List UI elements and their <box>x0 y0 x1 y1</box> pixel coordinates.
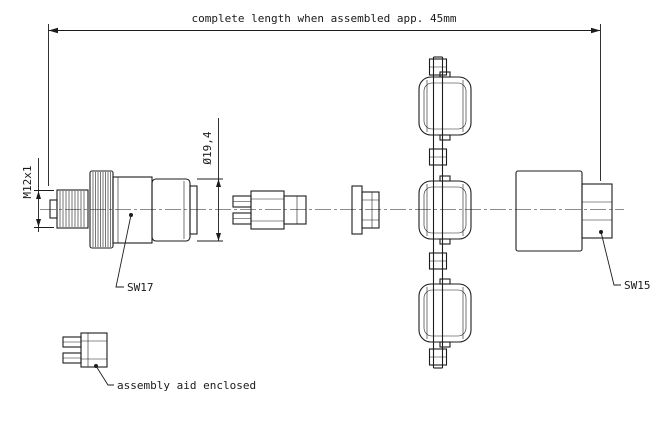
sw15-label: SW15 <box>624 279 651 292</box>
coupling-sleeve <box>151 178 198 242</box>
sw15-callout: SW15 <box>599 230 651 292</box>
connector-body <box>112 176 153 244</box>
panel-connector-middle <box>418 175 472 245</box>
insert-body <box>361 191 380 229</box>
block-outline <box>515 170 583 252</box>
thread-dimension-label: M12x1 <box>21 165 34 198</box>
panel-connector-bottom <box>418 278 472 348</box>
knurl-hatching <box>92 172 111 247</box>
thread-hatching <box>59 191 85 227</box>
insert-flange <box>351 185 363 235</box>
connector-inner-contour <box>423 186 467 234</box>
sw17-callout: SW17 <box>115 213 154 294</box>
assembly-aid-part <box>62 332 108 368</box>
assembly-aid-leader <box>95 365 114 386</box>
connector-inner-contour <box>423 82 467 130</box>
arrowhead-down <box>36 219 41 227</box>
aid-body <box>80 332 108 368</box>
nut-outline <box>581 183 613 239</box>
mount-tab-bottom <box>439 238 451 245</box>
diameter-dimension-label: Ø19,4 <box>201 131 214 164</box>
overall-length-label: complete length when assembled app. 45mm <box>192 12 457 25</box>
arrowhead-down <box>216 233 221 241</box>
thread-dimension: M12x1 <box>21 158 54 232</box>
sleeve-end-cap <box>189 185 198 235</box>
connector-shell <box>418 76 472 136</box>
panel-strip <box>428 56 448 369</box>
thread-body <box>56 189 89 229</box>
connector-inner-contour <box>423 289 467 337</box>
housing-block <box>515 170 583 252</box>
diameter-dimension: Ø19,4 <box>197 118 223 242</box>
plug-tip <box>49 199 58 219</box>
hex-nut <box>581 183 613 239</box>
sw17-label: SW17 <box>127 281 154 294</box>
mount-tab-top <box>439 175 451 182</box>
connector-shell <box>418 180 472 240</box>
mount-tab-bottom <box>439 134 451 141</box>
assembly-aid-label: assembly aid enclosed <box>117 379 256 392</box>
connector-shell <box>418 283 472 343</box>
m12-plug <box>49 189 89 229</box>
overall-length-dimension: complete length when assembled app. 45mm <box>48 12 601 186</box>
body-outline <box>112 176 153 244</box>
sw17-leader <box>115 214 132 288</box>
panel-connector-top <box>418 71 472 141</box>
carrier-body <box>250 190 285 230</box>
assembly-aid-callout: assembly aid enclosed <box>94 364 256 392</box>
arrowhead-up <box>36 191 41 199</box>
arrowhead-up <box>216 179 221 187</box>
sw15-leader <box>600 231 621 286</box>
arrowhead-left <box>48 27 58 34</box>
arrowhead-right <box>591 27 601 34</box>
contact-carrier <box>232 190 307 230</box>
mount-tab-bottom <box>439 341 451 348</box>
seal-insert <box>351 185 380 235</box>
carrier-nose <box>283 195 307 225</box>
mount-tab-top <box>439 278 451 285</box>
